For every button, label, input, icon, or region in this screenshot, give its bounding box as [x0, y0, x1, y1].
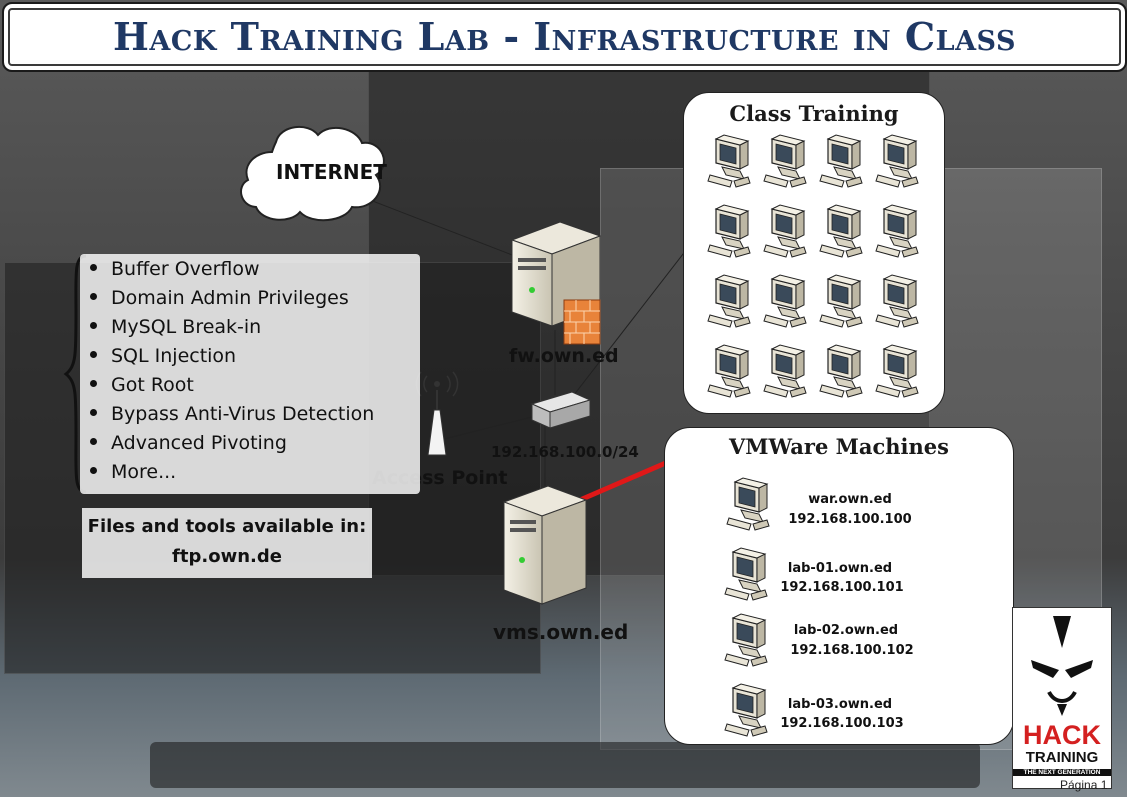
logo-tagline: THE NEXT GENERATION — [1013, 769, 1111, 776]
vm-lab02-name: lab-02.own.ed — [793, 623, 899, 638]
class-training-title: Class Training — [729, 101, 899, 126]
network-switch-icon — [530, 391, 592, 429]
workstation-icon — [707, 204, 751, 258]
firewall-server-icon — [510, 221, 602, 345]
access-point-icon — [415, 371, 459, 456]
vm-lab01-name: lab-01.own.ed — [787, 561, 893, 576]
topic-buffer-overflow: Buffer Overflow — [90, 258, 260, 280]
vm-lab03-ip: 192.168.100.103 — [780, 716, 904, 731]
vm-lab02-ip: 192.168.100.102 — [790, 643, 914, 658]
link-vms-vmware — [579, 459, 669, 503]
workstation-icon — [875, 344, 919, 398]
vms-label: vms.own.ed — [493, 620, 629, 644]
vms-server-icon — [502, 485, 588, 605]
network-subnet-label: 192.168.100.0/24 — [491, 443, 639, 461]
logo-word-training: TRAINING — [1025, 749, 1099, 766]
background-taskbar — [150, 742, 980, 788]
topic-more: More... — [90, 461, 176, 483]
workstation-icon — [763, 134, 807, 188]
workstation-icon — [763, 344, 807, 398]
internet-label: INTERNET — [276, 160, 387, 184]
page-number: Página 1 — [1060, 778, 1108, 792]
workstation-icon — [763, 204, 807, 258]
logo-face-icon — [1031, 616, 1093, 716]
workstation-icon — [763, 274, 807, 328]
workstation-icon — [707, 134, 751, 188]
workstation-icon — [707, 274, 751, 328]
topic-mysql: MySQL Break-in — [90, 316, 261, 338]
files-info: Files and tools available in: ftp.own.de — [82, 508, 372, 578]
page-title: Hack Training Lab - Infrastructure in Cl… — [113, 14, 1016, 59]
vm-lab03-name: lab-03.own.ed — [787, 697, 893, 712]
link-switch-class-training — [569, 244, 691, 401]
workstation-icon — [819, 134, 863, 188]
vm-war-name: war.own.ed — [808, 492, 892, 507]
training-topics-list: Buffer Overflow Domain Admin Privileges … — [80, 254, 420, 494]
hack-training-logo: HACK TRAINING THE NEXT GENERATION — [1012, 607, 1112, 789]
vm-war-ip: 192.168.100.100 — [788, 512, 912, 527]
topic-sql-injection: SQL Injection — [90, 345, 236, 367]
topic-domain-admin: Domain Admin Privileges — [90, 287, 349, 309]
class-training-panel: Class Training — [683, 92, 945, 414]
topic-advanced-pivoting: Advanced Pivoting — [90, 432, 287, 454]
vmware-machines-title: VMWare Machines — [729, 434, 949, 459]
vmware-machines-panel: VMWare Machines — [664, 427, 1014, 745]
internet-cloud-icon — [240, 126, 385, 222]
firewall-label: fw.own.ed — [509, 345, 619, 367]
link-internet-firewall — [369, 199, 521, 259]
workstation-icon — [819, 204, 863, 258]
files-line-1: Files and tools available in: — [87, 516, 367, 537]
files-ftp-address: ftp.own.de — [172, 546, 282, 567]
logo-word-hack: HACK — [1023, 720, 1101, 750]
workstation-icon — [707, 344, 751, 398]
class-workstation-grid — [707, 134, 919, 398]
link-switch-access-point — [439, 414, 541, 441]
workstation-icon — [875, 134, 919, 188]
workstation-icon — [819, 344, 863, 398]
topic-got-root: Got Root — [90, 374, 194, 396]
workstation-icon — [875, 274, 919, 328]
topics-brace — [63, 254, 87, 494]
title-banner: Hack Training Lab - Infrastructure in Cl… — [2, 2, 1127, 72]
vm-lab01-ip: 192.168.100.101 — [780, 580, 904, 595]
workstation-icon — [875, 204, 919, 258]
workstation-icon — [819, 274, 863, 328]
topic-bypass-av: Bypass Anti-Virus Detection — [90, 403, 374, 425]
